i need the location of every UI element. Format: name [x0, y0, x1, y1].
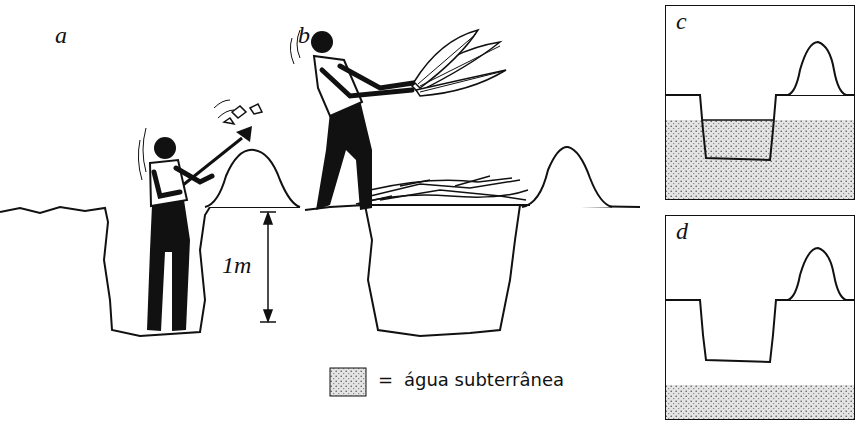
legend-equals: = [378, 370, 393, 390]
section-c [666, 42, 854, 199]
digging-person-part [147, 200, 190, 331]
digging-person-part [176, 168, 212, 182]
legend-text: água subterrânea [404, 370, 564, 390]
section-c-part [666, 95, 854, 160]
flying-soil-part [214, 100, 234, 118]
branch-cover-part [380, 190, 526, 200]
panel-letter: a [55, 22, 67, 48]
digging-person-part [236, 126, 252, 142]
flying-soil [214, 100, 262, 124]
panel-b-ground [305, 147, 640, 336]
branch-cover [356, 176, 530, 205]
panel-b-ground-part [522, 147, 612, 207]
digging-person [138, 126, 252, 331]
digging-person-part [150, 160, 187, 206]
digging-person-part [154, 137, 176, 159]
leaf-bundle-part [418, 34, 500, 92]
covering-person [290, 30, 420, 210]
dimension-arrow-part [264, 310, 272, 321]
dimension-label: 1m [222, 252, 251, 278]
panel-a-ground-part [205, 150, 300, 207]
flying-soil-part [232, 106, 246, 118]
dimension-arrow-part [267, 216, 269, 318]
covering-person-part [311, 31, 333, 53]
panel-a-ground [0, 150, 300, 336]
panel-letter: c [674, 8, 689, 34]
digging-person-part [154, 172, 180, 196]
panel-b-ground-part [305, 205, 640, 336]
branch-cover-part [365, 176, 490, 202]
flying-soil-part [250, 104, 262, 114]
digging-person-part [138, 128, 146, 180]
covering-person-part [316, 100, 372, 210]
branch-cover-part [356, 190, 528, 204]
section-c-part [703, 119, 773, 121]
section-panel: c [665, 5, 855, 200]
panel-letter: b [298, 22, 310, 48]
section-d [666, 248, 854, 419]
covering-person-part [322, 70, 412, 96]
flying-soil-part [224, 118, 234, 124]
branch-cover-part [358, 204, 530, 206]
dimension-arrow [260, 212, 276, 322]
covering-person-part [340, 66, 420, 88]
section-d-part [666, 300, 854, 362]
section-d-part [666, 385, 854, 419]
legend-swatch [330, 368, 366, 396]
section-panel: d [665, 215, 855, 420]
dimension-arrow-part [264, 213, 272, 224]
section-d-part [788, 248, 846, 300]
section-c-part [788, 42, 846, 95]
branch-cover-part [370, 178, 512, 190]
leaf-bundle [412, 30, 506, 96]
panel-letter: d [674, 218, 690, 244]
